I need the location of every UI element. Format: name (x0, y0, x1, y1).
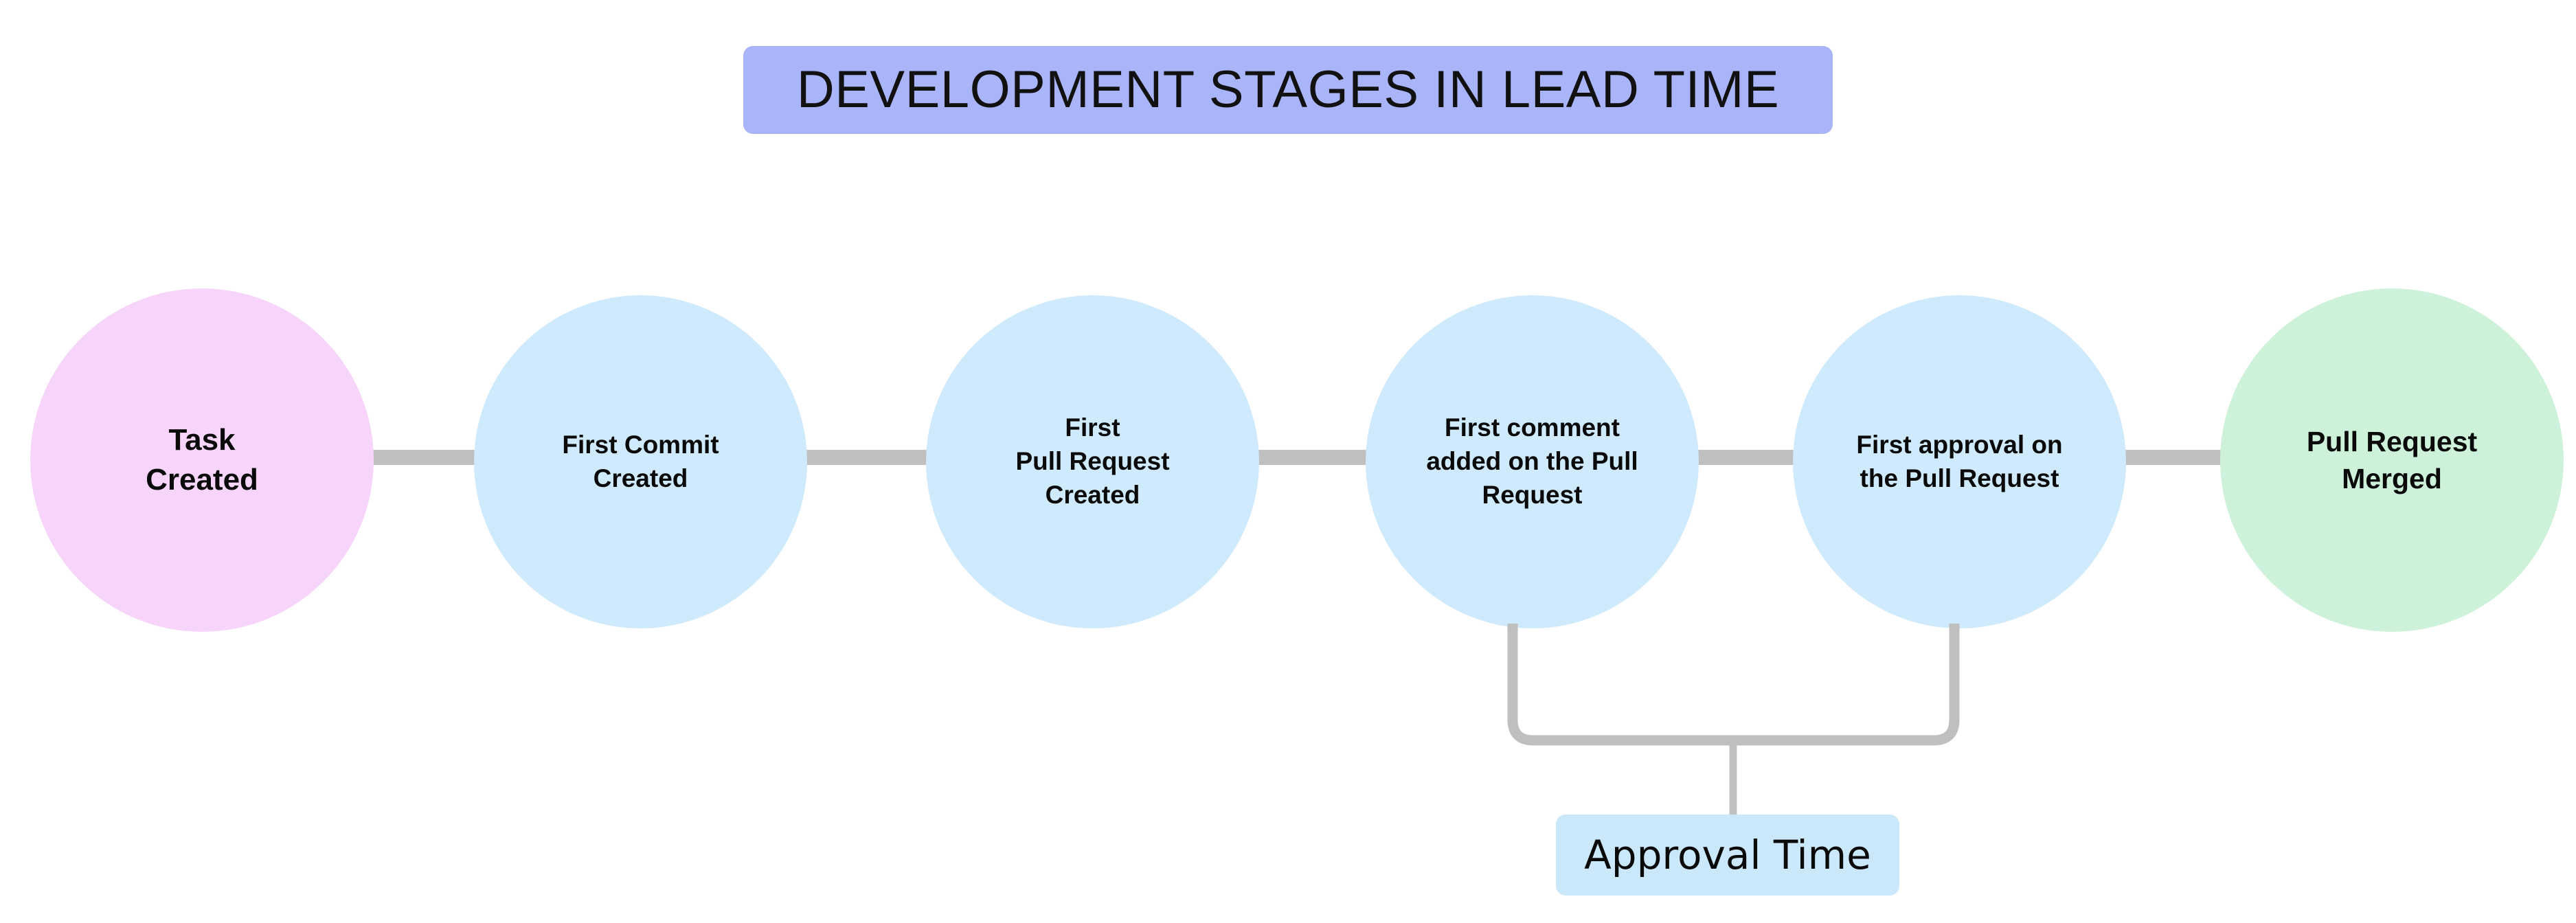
stage-label: Task Created (146, 422, 258, 497)
stage-label: Pull Request Merged (2306, 425, 2478, 494)
stage-node-task-created[interactable]: Task Created (30, 288, 374, 632)
page-title: DEVELOPMENT STAGES IN LEAD TIME (796, 60, 1780, 119)
stage-node-first-approval-on-pull-request[interactable]: First approval on the Pull Request (1793, 295, 2126, 628)
connector-stage-2-to-3 (1236, 450, 1391, 465)
stage-label: First approval on the Pull Request (1856, 430, 2063, 492)
diagram-title-banner: DEVELOPMENT STAGES IN LEAD TIME (743, 46, 1833, 134)
approval-time-callout[interactable]: Approval Time (1556, 814, 1899, 896)
stage-node-pull-request-merged[interactable]: Pull Request Merged (2220, 288, 2564, 632)
stage-node-first-commit-created[interactable]: First Commit Created (474, 295, 807, 628)
connector-stage-1-to-2 (787, 450, 948, 465)
approval-time-bracket (1507, 624, 1960, 814)
stage-label: First comment added on the Pull Request (1426, 413, 1638, 509)
stage-label: First Pull Request Created (1015, 413, 1170, 509)
stage-node-first-pull-request-created[interactable]: First Pull Request Created (926, 295, 1259, 628)
stage-label: First Commit Created (562, 430, 719, 492)
connector-stage-0-to-1 (347, 450, 501, 465)
stage-node-first-comment-on-pull-request[interactable]: First comment added on the Pull Request (1366, 295, 1699, 628)
approval-time-label: Approval Time (1584, 832, 1871, 878)
connector-stage-4-to-5 (2102, 450, 2246, 465)
connector-stage-3-to-4 (1676, 450, 1817, 465)
